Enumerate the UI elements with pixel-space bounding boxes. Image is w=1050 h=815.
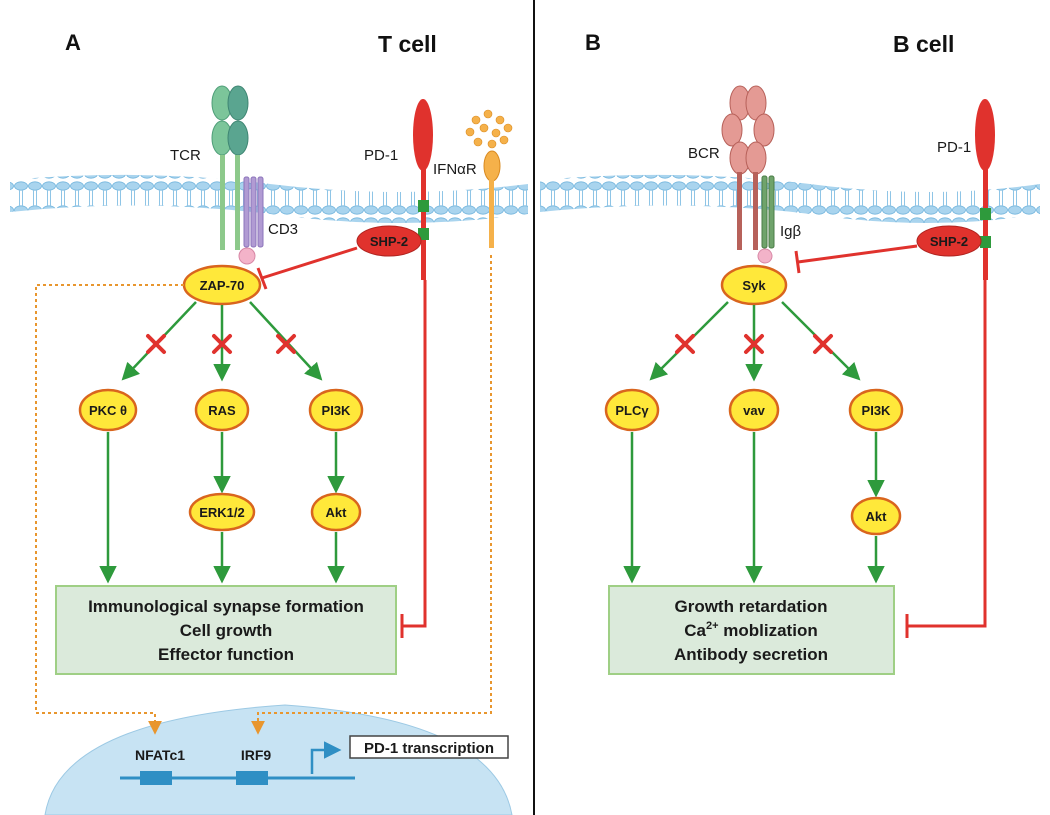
igb-label: Igβ [780,223,802,240]
pd1-inhibit-line-a [402,280,427,628]
tcr-label: TCR [170,147,201,164]
bcr-label: BCR [688,145,720,162]
pkc-node [78,388,138,432]
cd3-coreceptor [238,176,264,265]
pi3k-node-b [848,388,904,432]
panel-a-title: T cell [378,31,437,57]
bcr-receptor [721,85,775,250]
transcription-arrow [310,741,342,774]
panel-b-title: B cell [893,31,954,57]
effect-b-2: Ca2+ moblization [684,620,817,640]
panel-a: A T cell TCR CD3 [10,30,528,815]
shp2-a [356,225,422,257]
effect-a-1: Immunological synapse formation [88,597,364,616]
cd3-label: CD3 [268,221,298,238]
ifn-receptor [465,109,513,248]
igb-coreceptor [757,175,775,264]
effect-a-3: Effector function [158,645,294,664]
tcr-receptor [211,85,249,250]
irf9-gene-box [236,771,268,785]
akt-node-b [850,496,902,536]
ifn-label: IFNαR [433,161,477,178]
erk-label: ERK1/2 [199,505,245,520]
syk-label: Syk [742,278,766,293]
erk-node [188,492,256,532]
akt-label-a: Akt [326,505,348,520]
pd1-inhibit-line-b [907,280,987,628]
effects-box-b [608,585,895,675]
vav-label: vav [743,403,765,418]
irf9-label: IRF9 [241,747,272,763]
nfat-gene-box [140,771,172,785]
shp2-b [916,225,982,257]
transcription-label: PD-1 transcription [364,740,494,757]
effects-box-a [55,585,397,675]
pkc-label: PKC θ [89,403,127,418]
ras-node [194,388,250,432]
nfat-label: NFATc1 [135,747,185,763]
syk-node [720,264,788,306]
plc-node [604,388,660,432]
panel-a-letter: A [65,30,81,55]
pd1-receptor-b [975,99,995,280]
ras-label: RAS [208,403,236,418]
cell-membrane-b [540,174,1040,223]
effect-b-1: Growth retardation [674,597,827,616]
transcription-box [349,735,509,759]
panel-b-letter: B [585,30,601,55]
inhibit-syk [797,244,918,264]
pi3k-node-a [308,388,364,432]
nfat-path [35,284,184,735]
pd1-label-b: PD-1 [937,139,971,156]
pi3k-label-b: PI3K [862,403,892,418]
plc-label: PLCγ [615,403,649,418]
inhibit-zap70 [261,246,358,280]
zap70-label: ZAP-70 [200,278,245,293]
shp2-label-b: SHP-2 [930,234,968,249]
pd1-label-a: PD-1 [364,147,398,164]
arrow-zap70-pi3k [249,301,323,381]
irf9-path [251,255,492,735]
effect-a-2: Cell growth [180,621,273,640]
effect-b-3: Antibody secretion [674,645,828,664]
cell-membrane-a [10,174,528,223]
panel-b: B B cell BCR Igβ PD-1 [540,30,1040,675]
block-marks-a [146,334,296,354]
akt-node-a [310,492,362,532]
block-marks-b [675,334,833,354]
vav-node [728,388,780,432]
pi3k-label-a: PI3K [322,403,352,418]
shp2-label-a: SHP-2 [370,234,408,249]
nucleus [44,704,513,815]
akt-label-b: Akt [866,509,888,524]
pd1-receptor-a [413,99,433,280]
